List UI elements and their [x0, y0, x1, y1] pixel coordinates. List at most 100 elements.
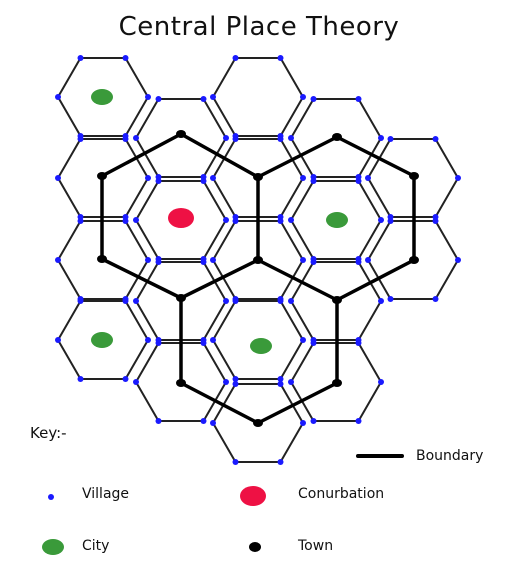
village-dot	[133, 217, 139, 223]
village-dot	[277, 381, 284, 387]
village-dot	[310, 340, 317, 346]
village-dot	[55, 337, 61, 343]
village-dot	[277, 218, 284, 224]
village-dot	[310, 418, 317, 424]
village-dot	[277, 298, 284, 304]
town-key-label: Town	[298, 538, 334, 554]
village-dot	[432, 218, 439, 224]
village-dot	[145, 175, 151, 181]
village-dot	[378, 135, 384, 141]
village-dot	[155, 178, 162, 184]
village-dot	[122, 55, 129, 61]
town-markers	[97, 130, 419, 427]
village-dot	[288, 379, 294, 385]
village-dot	[355, 418, 362, 424]
city-markers	[91, 89, 348, 354]
city-dot	[326, 212, 348, 228]
village-dot	[210, 94, 216, 100]
village-dot	[200, 178, 207, 184]
boundary-line	[179, 132, 260, 179]
village-dot	[122, 218, 129, 224]
village-dot	[288, 217, 294, 223]
boundary-key-label: Boundary	[416, 448, 484, 464]
village-dot	[133, 135, 139, 141]
village-dot	[300, 337, 306, 343]
village-dot	[310, 178, 317, 184]
village-dot	[455, 257, 461, 263]
conurbation-key-symbol	[240, 486, 266, 506]
town-dot	[97, 255, 107, 263]
village-dot	[55, 175, 61, 181]
village-dot	[455, 175, 461, 181]
boundary-key-symbol	[356, 454, 404, 458]
village-dot	[77, 55, 84, 61]
village-dot	[365, 175, 371, 181]
village-dot	[210, 337, 216, 343]
village-dot	[122, 136, 129, 142]
village-dot	[223, 135, 229, 141]
village-dot	[277, 376, 284, 382]
village-dot	[232, 459, 239, 465]
village-dot	[355, 96, 362, 102]
town-dot	[332, 133, 342, 141]
boundary-line	[335, 135, 416, 178]
boundary-line	[256, 258, 339, 302]
boundary-network	[100, 132, 416, 425]
city-key-label: City	[82, 538, 110, 554]
village-key-label: Village	[82, 486, 130, 502]
town-dot	[332, 379, 342, 387]
village-dot	[387, 218, 394, 224]
village-dot	[155, 96, 162, 102]
town-dot	[176, 130, 186, 138]
town-dot	[253, 173, 263, 181]
town-dot	[409, 172, 419, 180]
village-dot	[432, 296, 439, 302]
boundary-line	[256, 381, 339, 425]
village-dot	[155, 259, 162, 265]
village-dot	[232, 136, 239, 142]
village-dot	[378, 298, 384, 304]
village-dot	[55, 94, 61, 100]
village-dot	[77, 218, 84, 224]
village-dot	[223, 298, 229, 304]
key-heading: Key:-	[30, 424, 67, 442]
village-dot	[355, 178, 362, 184]
village-dot	[300, 175, 306, 181]
town-dot	[253, 256, 263, 264]
village-key-symbol	[48, 494, 54, 500]
village-dot	[232, 218, 239, 224]
town-key-symbol	[249, 542, 261, 552]
village-dot	[210, 257, 216, 263]
village-dot	[355, 259, 362, 265]
hexagon	[211, 57, 305, 137]
village-dot	[122, 376, 129, 382]
village-dot	[300, 94, 306, 100]
village-dot	[365, 257, 371, 263]
conurbation-dot	[168, 208, 194, 228]
boundary-line	[179, 258, 260, 300]
village-dot	[310, 259, 317, 265]
village-dot	[145, 337, 151, 343]
conurbation-markers	[168, 208, 194, 228]
village-dot	[155, 340, 162, 346]
village-dot	[300, 257, 306, 263]
city-dot	[91, 332, 113, 348]
town-dot	[176, 379, 186, 387]
village-dot	[288, 135, 294, 141]
boundary-line	[100, 257, 183, 300]
village-dot	[378, 217, 384, 223]
village-dot	[387, 296, 394, 302]
village-dot	[77, 376, 84, 382]
village-dot	[133, 298, 139, 304]
conurbation-key-label: Conurbation	[298, 486, 385, 502]
village-dot	[145, 94, 151, 100]
village-dot	[77, 298, 84, 304]
village-dot	[232, 376, 239, 382]
village-dot	[200, 96, 207, 102]
village-dot	[232, 298, 239, 304]
boundary-line	[100, 132, 183, 178]
village-dot	[300, 420, 306, 426]
city-key-symbol	[42, 539, 64, 555]
village-dot	[277, 55, 284, 61]
